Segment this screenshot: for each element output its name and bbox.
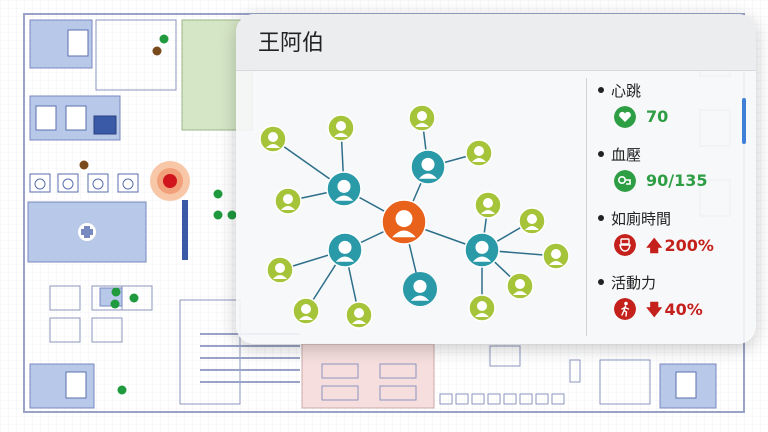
person-avatar-icon bbox=[474, 146, 484, 156]
vital-value-text: 200% bbox=[664, 236, 714, 255]
person-avatar-icon bbox=[336, 121, 346, 131]
vital-heart-rate[interactable]: 心跳 70 bbox=[598, 80, 738, 140]
person-avatar-icon bbox=[283, 194, 293, 204]
person-avatar-icon bbox=[477, 301, 487, 311]
staff-location-dots bbox=[79, 46, 162, 170]
person-avatar-icon bbox=[275, 263, 285, 273]
person-avatar-icon bbox=[551, 249, 561, 259]
person-avatar-icon bbox=[338, 240, 352, 254]
contact-node-secondary[interactable] bbox=[266, 256, 294, 284]
contact-node-secondary[interactable] bbox=[474, 191, 502, 219]
center-person-node[interactable] bbox=[381, 199, 427, 245]
vital-value: 🡇40% bbox=[646, 299, 703, 326]
arrow-up-icon: 🡅 bbox=[646, 236, 663, 255]
dining-room bbox=[301, 343, 435, 409]
person-avatar-icon bbox=[395, 210, 413, 228]
person-avatar-icon bbox=[417, 111, 427, 121]
resident-location-dots bbox=[110, 34, 237, 395]
person-avatar-icon bbox=[413, 279, 427, 293]
contact-node-secondary[interactable] bbox=[345, 301, 373, 329]
resident-detail-panel: 王阿伯 心跳 70 血壓 90/ bbox=[236, 14, 756, 344]
contact-node-primary[interactable] bbox=[326, 171, 362, 207]
vital-activity[interactable]: 活動力 🡇40% bbox=[598, 272, 738, 332]
contact-node-secondary[interactable] bbox=[465, 139, 493, 167]
contact-node-secondary[interactable] bbox=[542, 242, 570, 270]
vital-label: 血壓 bbox=[611, 146, 642, 164]
heart-icon bbox=[614, 106, 636, 128]
walking-person-icon bbox=[614, 298, 636, 320]
vital-label: 活動力 bbox=[611, 274, 657, 292]
arrow-down-icon: 🡇 bbox=[646, 300, 663, 319]
contact-node-secondary[interactable] bbox=[274, 187, 302, 215]
vital-value-text: 40% bbox=[664, 300, 703, 319]
vital-blood-pressure[interactable]: 血壓 90/135 bbox=[598, 144, 738, 204]
person-avatar-icon bbox=[527, 214, 537, 224]
panel-divider bbox=[586, 78, 587, 336]
person-avatar-icon bbox=[515, 279, 525, 289]
vitals-scrollbar[interactable] bbox=[742, 98, 746, 144]
contact-node-secondary[interactable] bbox=[506, 272, 534, 300]
person-avatar-icon bbox=[337, 179, 351, 193]
vital-value: 70 bbox=[646, 107, 669, 126]
contact-node-primary[interactable] bbox=[464, 232, 500, 268]
person-avatar-icon bbox=[421, 157, 435, 171]
contact-node-secondary[interactable] bbox=[327, 114, 355, 142]
bullet-icon bbox=[598, 150, 604, 157]
toilet-icon bbox=[614, 234, 636, 256]
contact-node-secondary[interactable] bbox=[292, 297, 320, 325]
vital-value: 90/135 bbox=[646, 171, 708, 190]
contact-node-secondary[interactable] bbox=[518, 207, 546, 235]
bullet-icon bbox=[598, 278, 604, 285]
person-avatar-icon bbox=[475, 240, 489, 254]
contact-node-primary[interactable] bbox=[410, 149, 446, 185]
panel-header: 王阿伯 bbox=[236, 14, 756, 71]
vital-label: 心跳 bbox=[611, 82, 642, 100]
social-network-graph bbox=[259, 104, 570, 329]
contact-node-secondary[interactable] bbox=[408, 104, 436, 132]
resident-name: 王阿伯 bbox=[258, 31, 325, 56]
vital-toilet-time[interactable]: 如廁時間 🡅200% bbox=[598, 208, 738, 268]
vital-value: 🡅200% bbox=[646, 235, 714, 262]
bullet-icon bbox=[598, 86, 604, 93]
blood-pressure-icon bbox=[614, 170, 636, 192]
person-avatar-icon bbox=[268, 132, 278, 142]
person-avatar-icon bbox=[483, 198, 493, 208]
contact-node-secondary[interactable] bbox=[259, 125, 287, 153]
contact-node-secondary[interactable] bbox=[468, 294, 496, 322]
vital-label: 如廁時間 bbox=[611, 210, 672, 228]
person-avatar-icon bbox=[354, 308, 364, 318]
contact-node-primary[interactable] bbox=[403, 272, 437, 306]
contact-node-primary[interactable] bbox=[327, 232, 363, 268]
bullet-icon bbox=[598, 214, 604, 221]
alert-location-marker[interactable] bbox=[150, 161, 190, 201]
person-avatar-icon bbox=[301, 304, 311, 314]
